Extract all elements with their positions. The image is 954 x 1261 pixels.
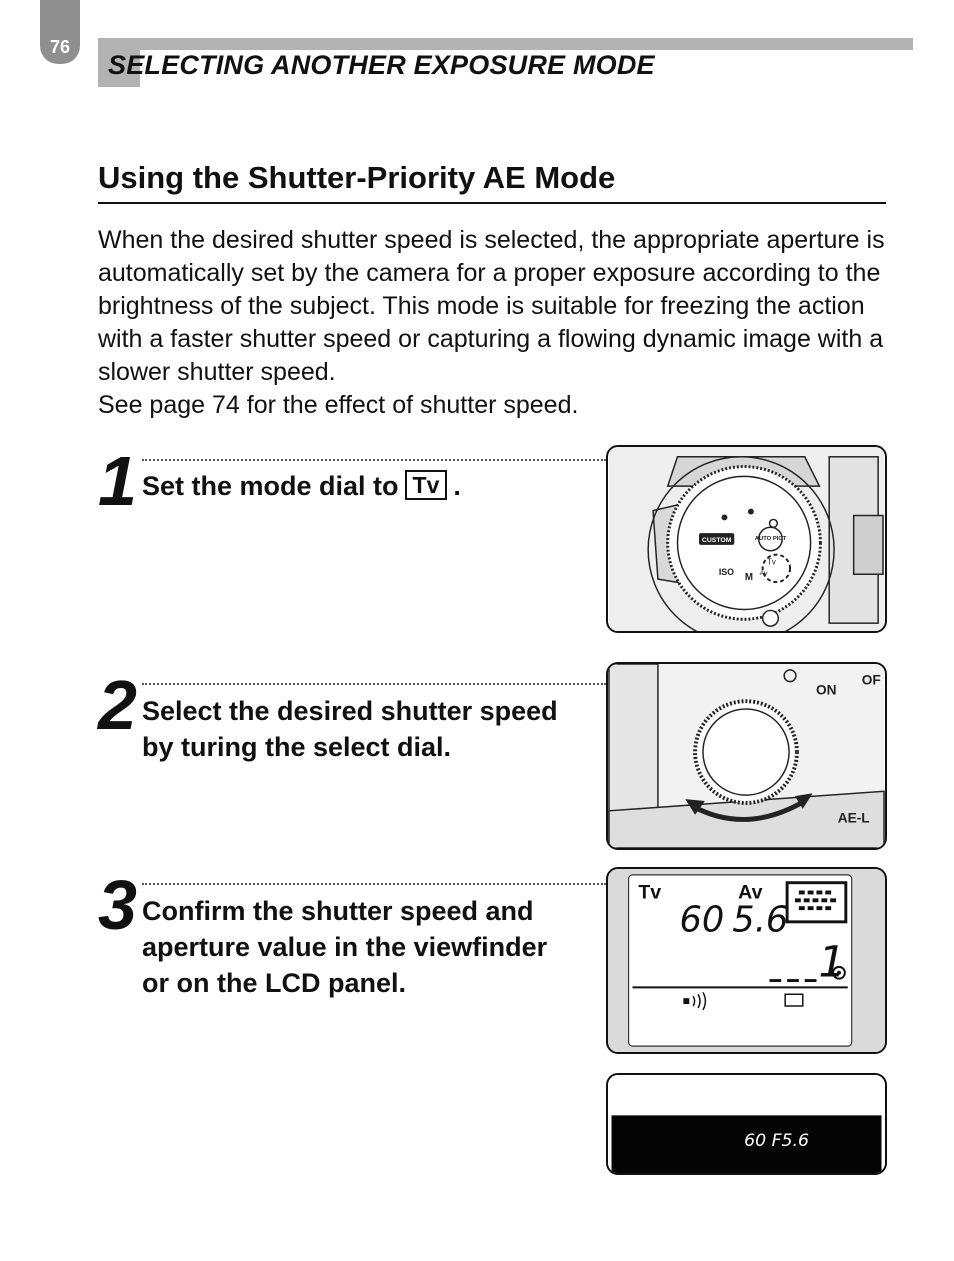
lcd-tv-label: Tv <box>638 881 661 903</box>
dial-label-m: M <box>745 572 753 583</box>
step-3-number: 3 <box>98 866 137 944</box>
header-block <box>98 50 140 87</box>
header-bar <box>98 38 913 50</box>
section-title: SELECTING ANOTHER EXPOSURE MODE <box>108 50 655 80</box>
step-1-number: 1 <box>98 442 137 520</box>
lcd-shutter-value: 60 <box>679 900 724 941</box>
intro-reference: See page 74 for the effect of shutter sp… <box>98 391 579 419</box>
step-1-text-after: . <box>453 471 461 501</box>
viewfinder-readout: 60 F5.6 <box>744 1131 809 1151</box>
viewfinder-drawing: 60 F5.6 <box>611 1075 882 1173</box>
dial-label-iso: ISO <box>719 567 734 577</box>
step-1-rule <box>142 459 606 461</box>
subtitle: Using the Shutter-Priority AE Mode <box>98 160 886 204</box>
select-dial-drawing: ON OF AE-L <box>608 664 885 848</box>
lcd-aperture-value: 5.6 <box>732 900 788 941</box>
dial-label-custom: CUSTOM <box>702 537 732 544</box>
lcd-panel-drawing: Tv Av 60 5.6 1 <box>609 869 884 1052</box>
intro-paragraph: When the desired shutter speed is select… <box>98 226 885 386</box>
select-dial-illustration: ON OF AE-L <box>606 662 887 850</box>
step-3-rule <box>142 883 606 885</box>
select-dial-label-on: ON <box>816 682 837 697</box>
lcd-av-label: Av <box>738 881 762 903</box>
step-2-text: Select the desired shutter speed by turi… <box>142 696 558 762</box>
lcd-panel-illustration: Tv Av 60 5.6 1 <box>606 867 887 1054</box>
tv-mode-symbol: Tv <box>404 470 448 500</box>
page-tab: 76 <box>40 0 80 64</box>
select-dial-label-ael: AE-L <box>838 811 870 826</box>
page-number: 76 <box>49 37 71 57</box>
intro-text: When the desired shutter speed is select… <box>98 224 898 422</box>
step-1-text-before: Set the mode dial to <box>142 471 399 501</box>
viewfinder-illustration: 60 F5.6 <box>606 1073 887 1175</box>
dial-label-auto: AUTO PICT <box>755 536 787 542</box>
step-2-number: 2 <box>98 666 137 744</box>
mode-dial-drawing: CUSTOM AUTO PICT ISO M Tv Av <box>608 447 885 631</box>
lcd-frame-counter: 1 <box>818 938 845 988</box>
mode-dial-illustration: CUSTOM AUTO PICT ISO M Tv Av <box>606 445 887 633</box>
dial-label-tv: Tv <box>767 557 776 566</box>
step-2-rule <box>142 683 606 685</box>
step-3-text: Confirm the shutter speed and aperture v… <box>142 896 548 998</box>
select-dial-label-off: OF <box>862 673 881 688</box>
